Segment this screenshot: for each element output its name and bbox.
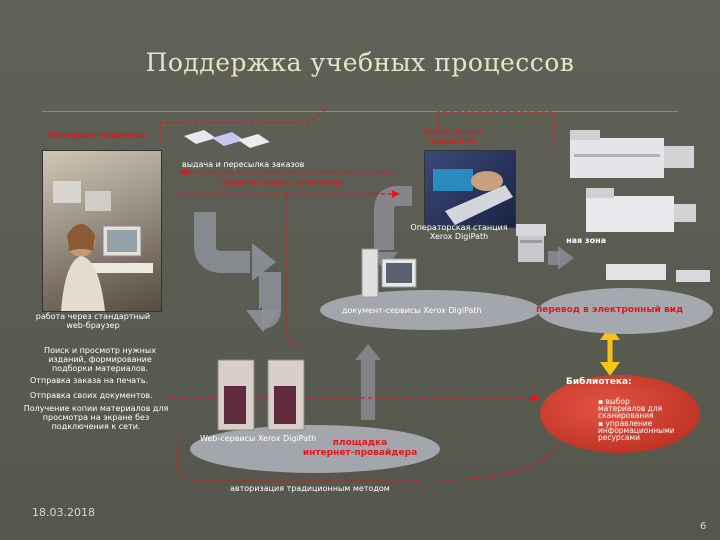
production-printer-1 [570, 130, 694, 178]
operator-support-label: операторская поддержка [422, 127, 482, 145]
library-oval [540, 375, 700, 453]
storage-devices-icon [184, 130, 270, 148]
flow-arrow-bottom-head [355, 344, 381, 360]
keyboard-hand-illustration [433, 169, 513, 225]
connector-operator-right [437, 111, 556, 150]
doc-services-platform [320, 290, 540, 330]
production-printers [570, 130, 710, 282]
isp-platform [190, 425, 440, 473]
operator-station-photo [424, 150, 516, 228]
get-copy-label: Получение копии материалов для просмотра… [23, 404, 169, 431]
connector-auth [177, 440, 420, 481]
production-printer-2 [586, 188, 696, 232]
operator-station-label: Операторская станция Xerox DigiPath [410, 223, 508, 241]
feedback-arrowhead [392, 190, 400, 198]
flow-arrow-down-head [246, 310, 280, 332]
copier-icon [516, 224, 546, 262]
library-label: Библиотека: [566, 377, 632, 387]
production-platform [538, 288, 713, 334]
order-issue-arrowhead [180, 168, 188, 176]
library-item-select: ▪ выбор материалов для сканирования [598, 397, 663, 420]
production-zone-label: производственная зона [566, 236, 606, 245]
library-link-head-down [600, 362, 620, 376]
order-issue-label: выдача и пересылка заказов [182, 160, 305, 169]
search-view-label: Поиск и просмотр нужных изданий, формиро… [44, 346, 156, 373]
library-item-manage: ▪ управление информационными ресурсами [598, 419, 675, 442]
send-own-label: Отправка своих документов. [30, 391, 153, 400]
web-services-label: Web-сервисы Xerox DigiPath [200, 434, 317, 443]
traditional-auth-label: авторизация традиционным методом [230, 484, 390, 493]
flow-arrow-right-head [558, 246, 574, 270]
browser-work-label: работа через стандартный web-браузер [35, 312, 151, 330]
connector-library-left-head [532, 394, 540, 402]
isp-site-label: площадка интернет-провайдера [302, 438, 418, 458]
doc-services-label: документ-сервисы Xerox DigiPath [342, 306, 482, 315]
connector-left-down [285, 196, 301, 346]
title-divider [42, 111, 678, 112]
slide-title: Поддержка учебных процессов [145, 48, 575, 77]
slide-date: 18.03.2018 [32, 506, 95, 519]
send-order-label: Отправка заказа на печать. [30, 376, 149, 385]
internet-clients-photo [42, 150, 162, 312]
flow-arrow-left [194, 212, 250, 273]
client-feedback-label: обратная связь с клиентами [222, 178, 343, 187]
production-printer-3 [606, 264, 710, 282]
slide-number: 6 [700, 521, 707, 532]
flow-arrow-up [374, 186, 412, 250]
desktop-computer [361, 248, 417, 298]
flow-arrow-left-head [252, 243, 276, 281]
convert-digital-label: перевод в электронный вид [536, 305, 684, 315]
copier-device [514, 220, 548, 264]
connector-client-top [159, 109, 326, 144]
internet-clients-label: Интернет-клиенты [48, 131, 146, 141]
media-devices [182, 126, 278, 152]
computer-room-illustration [53, 181, 153, 311]
web-servers [217, 359, 305, 431]
